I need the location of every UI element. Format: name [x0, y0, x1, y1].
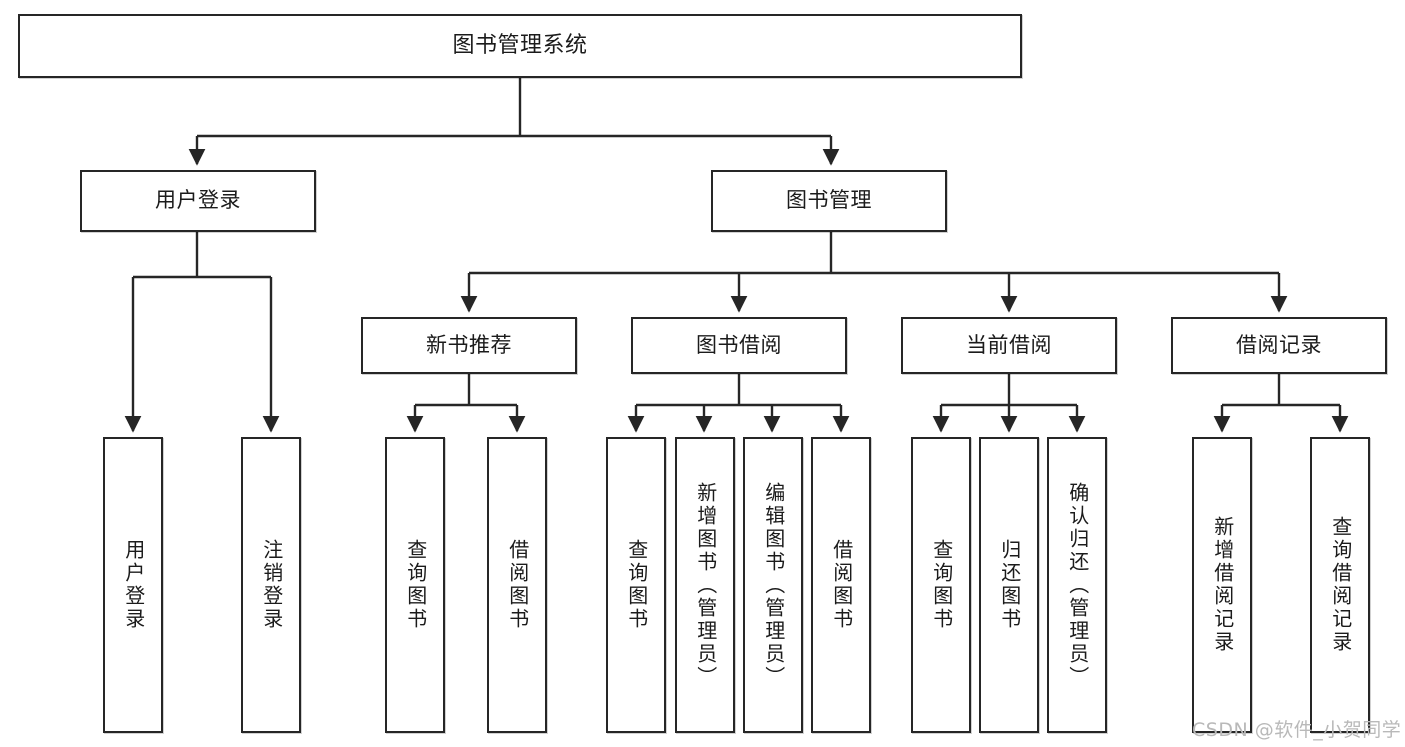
node-label: 新增图书（管理员）: [693, 481, 718, 689]
node-leaf-query-book-current[interactable]: 查询图书: [911, 437, 971, 733]
node-label: 查询图书: [624, 539, 649, 631]
csdn-watermark: CSDN @软件_小贺同学: [1192, 715, 1401, 742]
node-label: 借阅图书: [505, 539, 530, 631]
node-leaf-return-book[interactable]: 归还图书: [979, 437, 1039, 733]
node-label: 注销登录: [259, 539, 284, 631]
node-book-management[interactable]: 图书管理: [711, 170, 947, 232]
watermark-text: CSDN @软件_小贺同学: [1192, 719, 1402, 741]
node-label: 用户登录: [155, 188, 241, 213]
node-leaf-logout[interactable]: 注销登录: [241, 437, 301, 733]
node-leaf-user-login[interactable]: 用户登录: [103, 437, 163, 733]
node-leaf-query-borrow-record[interactable]: 查询借阅记录: [1310, 437, 1370, 733]
node-label: 新增借阅记录: [1210, 516, 1235, 654]
node-label: 查询图书: [403, 539, 428, 631]
node-label: 图书管理: [786, 188, 872, 213]
node-root-book-management-system[interactable]: 图书管理系统: [18, 14, 1022, 78]
node-leaf-add-book-admin[interactable]: 新增图书（管理员）: [675, 437, 735, 733]
node-leaf-query-book-borrow[interactable]: 查询图书: [606, 437, 666, 733]
node-label: 借阅图书: [829, 539, 854, 631]
node-label: 当前借阅: [966, 332, 1052, 357]
node-label: 归还图书: [997, 539, 1022, 631]
node-leaf-confirm-return-admin[interactable]: 确认归还（管理员）: [1047, 437, 1107, 733]
node-label: 编辑图书（管理员）: [761, 481, 786, 689]
node-leaf-borrow-book[interactable]: 借阅图书: [811, 437, 871, 733]
node-label: 借阅记录: [1236, 332, 1322, 357]
node-new-book-recommend[interactable]: 新书推荐: [361, 317, 577, 374]
node-leaf-edit-book-admin[interactable]: 编辑图书（管理员）: [743, 437, 803, 733]
node-label: 查询借阅记录: [1328, 516, 1353, 654]
node-leaf-query-book-recommend[interactable]: 查询图书: [385, 437, 445, 733]
node-user-login[interactable]: 用户登录: [80, 170, 316, 232]
node-leaf-borrow-book-recommend[interactable]: 借阅图书: [487, 437, 547, 733]
node-label: 图书借阅: [696, 332, 782, 357]
node-borrow-record[interactable]: 借阅记录: [1171, 317, 1387, 374]
node-book-borrow[interactable]: 图书借阅: [631, 317, 847, 374]
node-leaf-add-borrow-record[interactable]: 新增借阅记录: [1192, 437, 1252, 733]
node-label: 确认归还（管理员）: [1065, 481, 1090, 689]
node-current-borrow[interactable]: 当前借阅: [901, 317, 1117, 374]
node-label: 查询图书: [929, 539, 954, 631]
node-label: 图书管理系统: [452, 32, 588, 58]
node-label: 新书推荐: [426, 332, 512, 357]
node-label: 用户登录: [121, 539, 146, 631]
